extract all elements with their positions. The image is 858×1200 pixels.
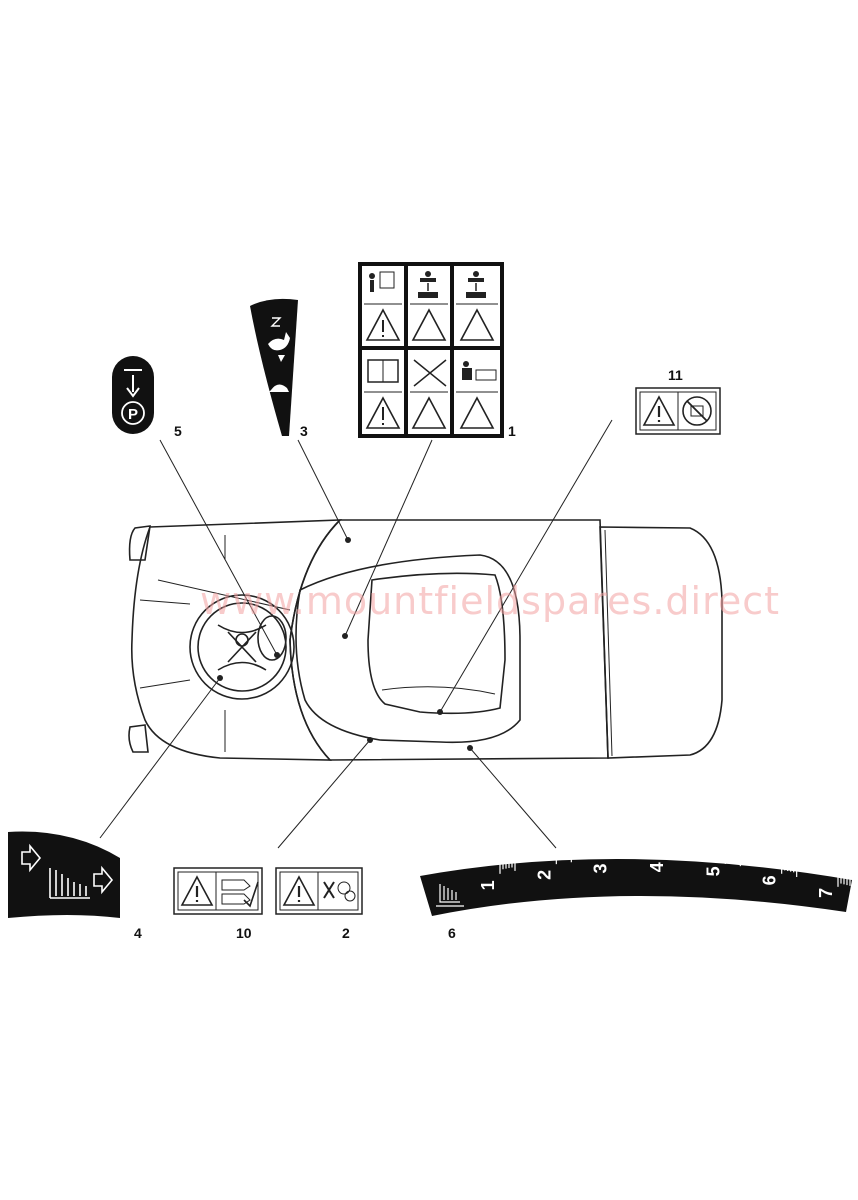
watermark-text: www.mountfieldspares.direct — [200, 579, 780, 623]
mower-outline — [128, 519, 723, 761]
callout-11: 11 — [668, 367, 683, 383]
decal-1-safety-panel — [358, 262, 504, 438]
decal-5-parking-brake: P — [112, 356, 154, 434]
rabbit-icon — [268, 332, 290, 351]
decal-4-cutting-height — [8, 831, 120, 918]
scale-label-2: 2 — [534, 870, 554, 880]
callout-2: 2 — [342, 925, 350, 941]
svg-text:P: P — [128, 406, 138, 423]
decal-2-warning — [275, 867, 363, 915]
scale-label-7: 7 — [816, 888, 836, 898]
scale-label-5: 5 — [703, 866, 723, 876]
callout-3: 3 — [300, 423, 308, 439]
callout-5: 5 — [174, 423, 182, 439]
decal-11-warning — [635, 387, 721, 435]
scale-label-3: 3 — [591, 864, 611, 874]
parking-brake-icon — [121, 401, 145, 425]
decal-6-height-scale: 1 2 3 4 5 6 7 — [420, 846, 854, 916]
warning-icon — [365, 308, 495, 429]
callout-1: 1 — [508, 423, 516, 439]
decal-10-warning — [173, 867, 263, 915]
cutting-height-icon — [21, 843, 114, 899]
scale-label-1: 1 — [478, 880, 498, 890]
callout-6: 6 — [448, 925, 456, 941]
cutting-height-icon — [436, 884, 464, 907]
callout-10: 10 — [236, 925, 252, 941]
turtle-icon — [269, 384, 289, 392]
callout-4: 4 — [134, 925, 142, 941]
decal-3-speed-lever — [250, 298, 298, 436]
scale-label-4: 4 — [647, 862, 667, 872]
leader-lines — [99, 419, 613, 849]
scale-label-6: 6 — [760, 875, 780, 885]
